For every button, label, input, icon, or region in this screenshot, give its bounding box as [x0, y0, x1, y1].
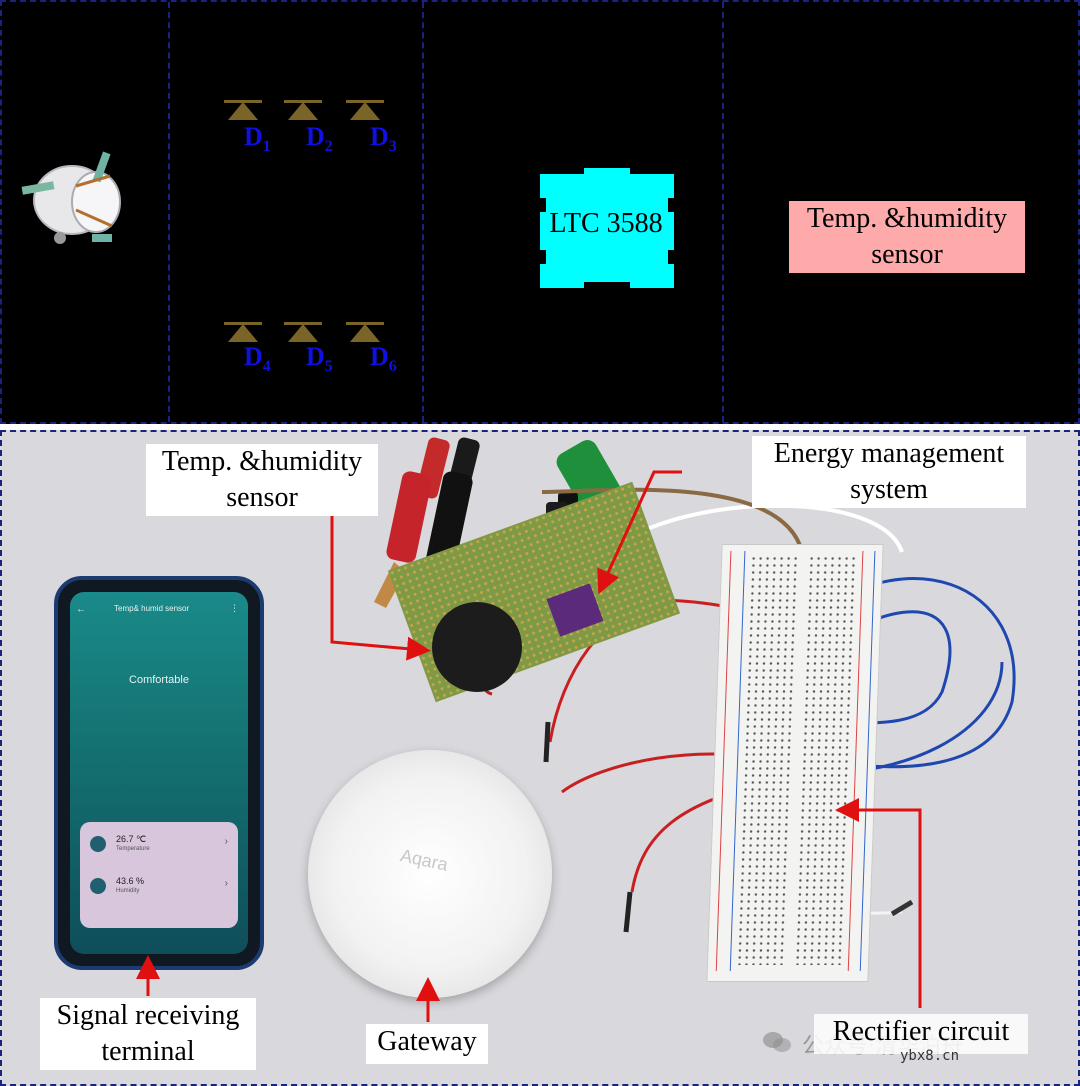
- chevron-right-icon: ›: [224, 836, 228, 847]
- phone-screen: ← Temp& humid sensor ⋮ Comfortable 26.7 …: [70, 592, 248, 954]
- thermometer-icon: [90, 836, 106, 852]
- wechat-icon: [763, 1032, 791, 1052]
- temp-humidity-sensor-box: Temp. &humidity sensor: [789, 201, 1025, 273]
- temp-humidity-sensor-module: [432, 602, 522, 692]
- smartphone: ← Temp& humid sensor ⋮ Comfortable 26.7 …: [54, 576, 264, 970]
- schematic-panel: D1 D2 D3 D4 D5 D6 LTC 3588 Temp. &humidi…: [0, 0, 1080, 424]
- diode-d1-icon: [224, 100, 262, 120]
- section-divider: [168, 2, 170, 422]
- diode-label-d4: D4: [244, 342, 271, 376]
- section-divider: [722, 2, 724, 422]
- temperature-label: Temperature: [116, 846, 150, 852]
- diode-label-d6: D6: [370, 342, 397, 376]
- temperature-value: 26.7 ℃: [116, 834, 147, 844]
- diode-d5-icon: [284, 322, 322, 342]
- callout-temp-humidity-sensor: Temp. &humidity sensor: [146, 444, 378, 516]
- more-menu-icon[interactable]: ⋮: [230, 603, 239, 613]
- diode-d3-icon: [346, 100, 384, 120]
- droplet-icon: [90, 878, 106, 894]
- photo-panel: ← Temp& humid sensor ⋮ Comfortable 26.7 …: [0, 430, 1080, 1086]
- back-arrow-icon[interactable]: ←: [76, 604, 86, 615]
- section-divider: [422, 2, 424, 422]
- comfort-status: Comfortable: [129, 674, 189, 686]
- temp-sensor-line1: Temp. &humidity: [806, 203, 1008, 234]
- diode-label-d5: D5: [306, 342, 333, 376]
- humidity-label: Humidity: [116, 888, 140, 894]
- callout-rectifier-circuit: Rectifier circuit: [814, 1014, 1028, 1054]
- diode-label-d1: D1: [244, 122, 271, 156]
- diode-label-d2: D2: [306, 122, 333, 156]
- readings-card[interactable]: 26.7 ℃ Temperature › 43.6 % Humidity ›: [80, 822, 238, 928]
- ltc3588-label: LTC 3588: [549, 208, 663, 239]
- chevron-right-icon: ›: [224, 878, 228, 889]
- temperature-row[interactable]: 26.7 ℃ Temperature ›: [90, 834, 230, 874]
- diode-d2-icon: [284, 100, 322, 120]
- diode-d6-icon: [346, 322, 384, 342]
- callout-gateway: Gateway: [366, 1024, 488, 1064]
- app-header-title: Temp& humid sensor: [114, 604, 190, 613]
- gateway-device: Aqara: [308, 750, 552, 998]
- humidity-row[interactable]: 43.6 % Humidity ›: [90, 876, 230, 916]
- annotation-arrows: [136, 470, 922, 1022]
- ltc3588-chip: [540, 168, 674, 288]
- generator-graphic: [21, 151, 121, 244]
- diode-label-d3: D3: [370, 122, 397, 156]
- diode-d4-icon: [224, 322, 262, 342]
- callout-energy-management: Energy management system: [752, 436, 1026, 508]
- watermark-url: ybx8.cn: [900, 1048, 960, 1064]
- temp-sensor-line2: sensor: [871, 239, 943, 270]
- callout-signal-receiving-terminal: Signal receiving terminal: [40, 998, 256, 1070]
- humidity-value: 43.6 %: [116, 876, 145, 886]
